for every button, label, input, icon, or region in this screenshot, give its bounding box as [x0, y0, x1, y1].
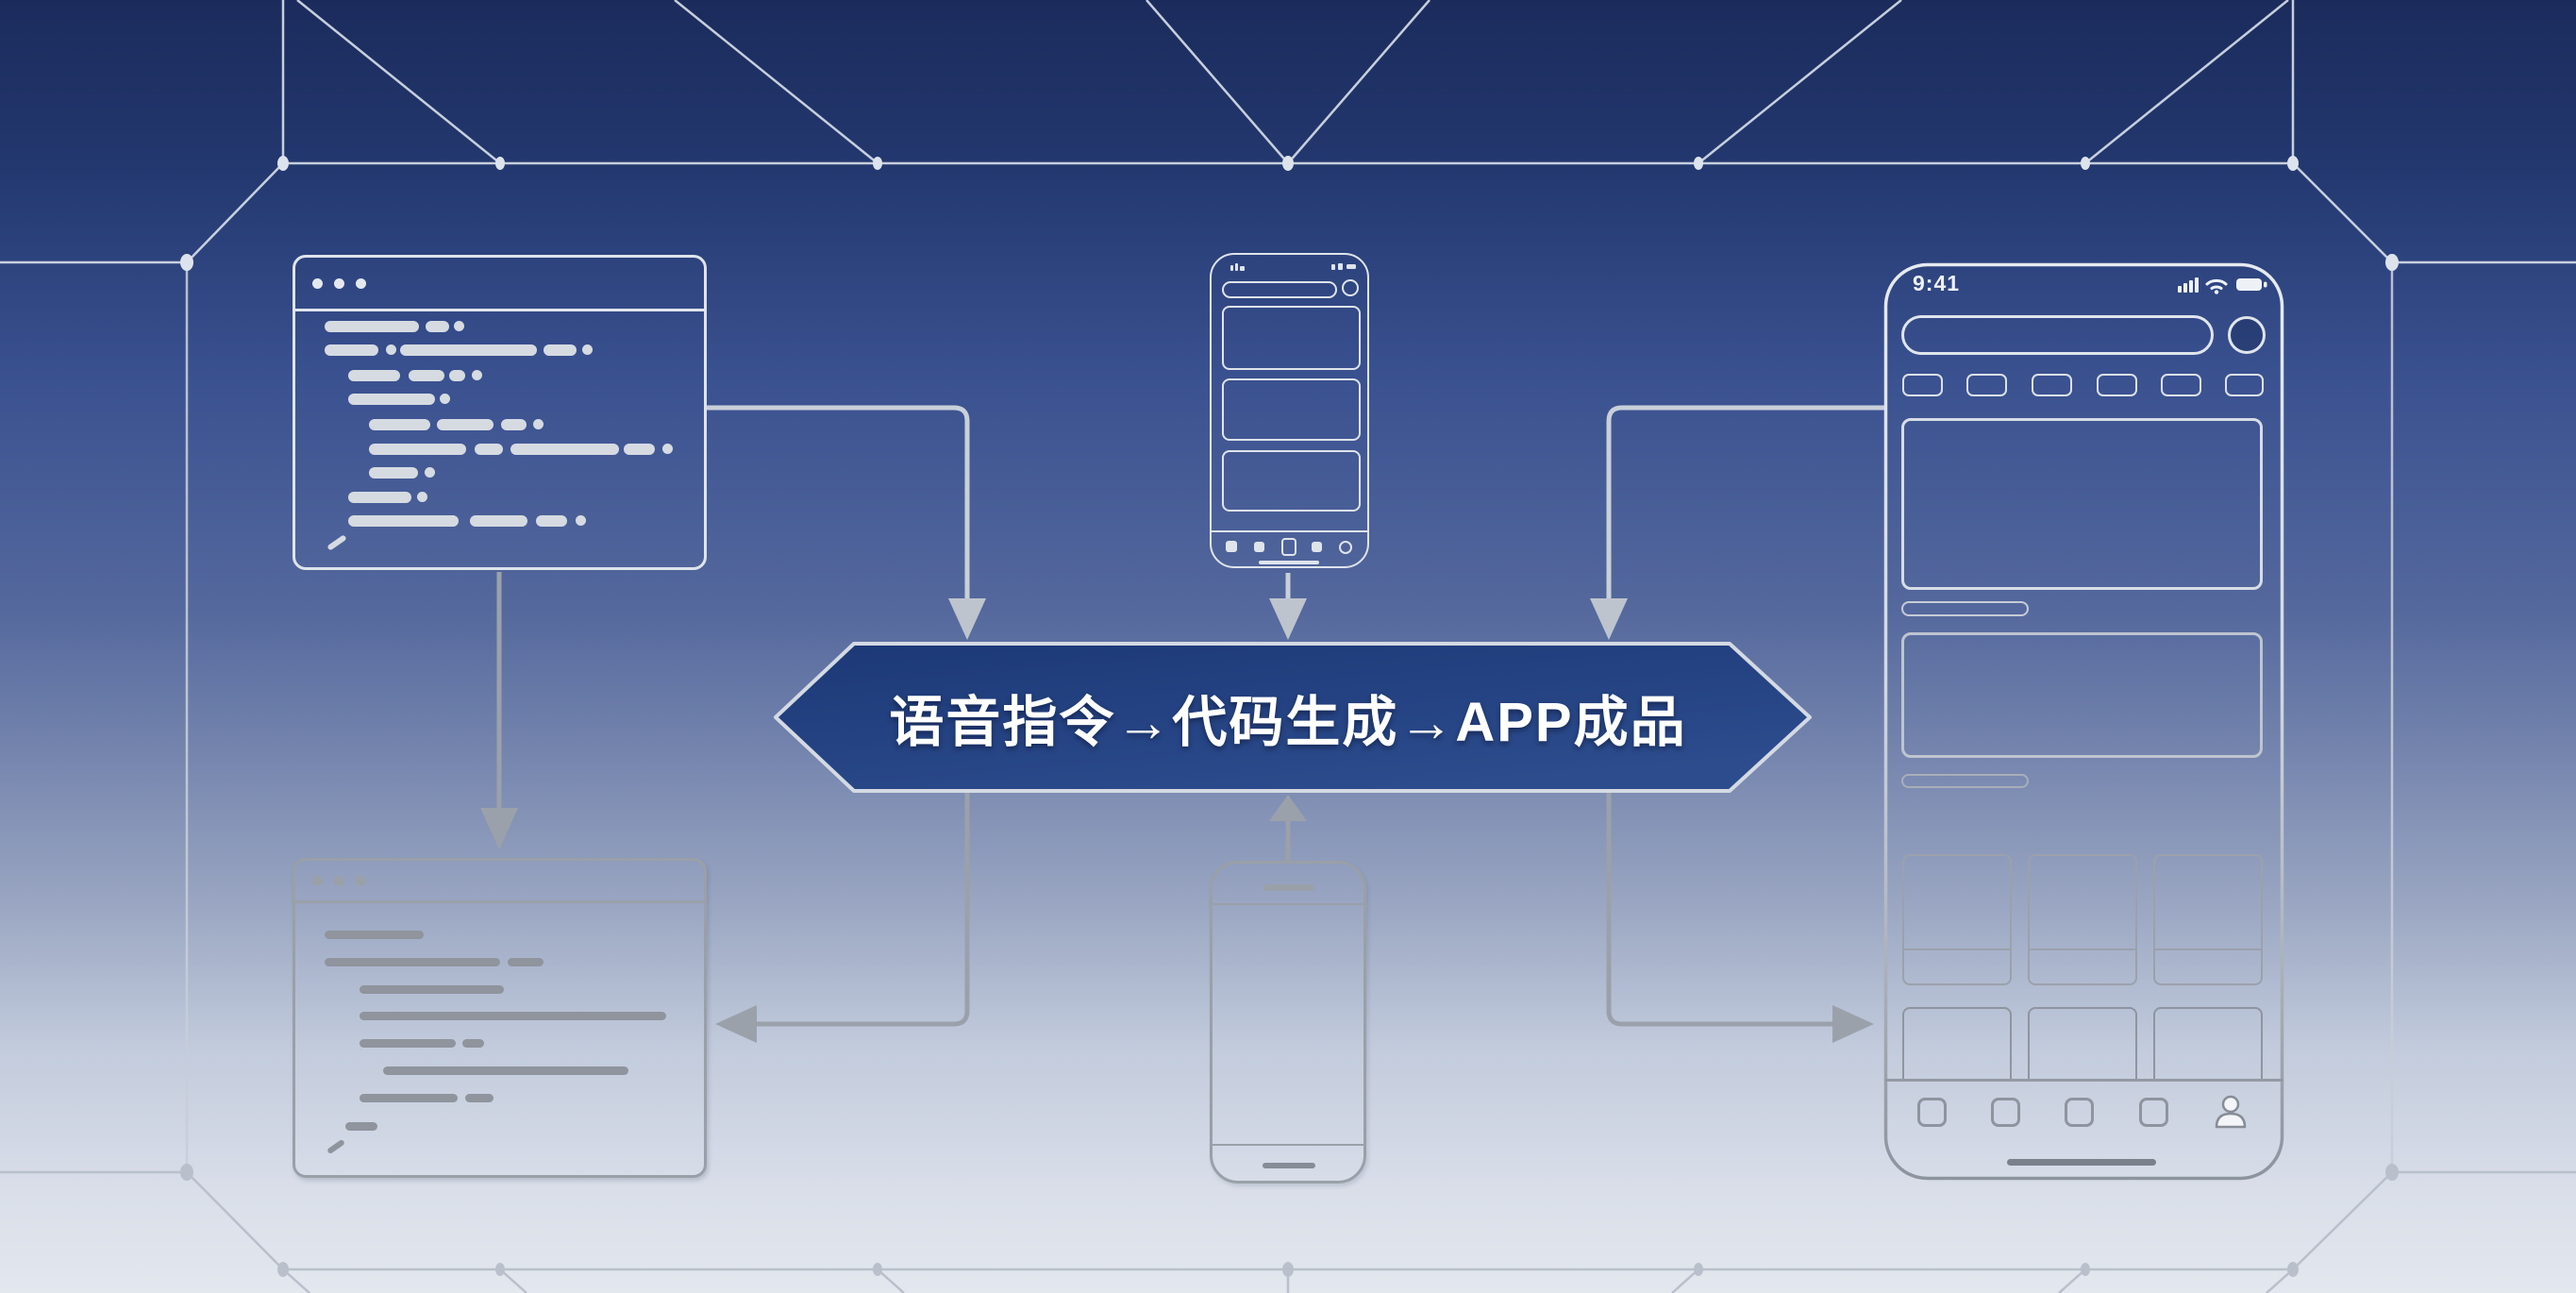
home-indicator	[1263, 1163, 1315, 1168]
window-control-dots-icon	[312, 876, 366, 886]
status-icons	[2178, 277, 2267, 294]
arrows-lower	[496, 572, 1832, 1027]
arrowhead-down-icon	[480, 808, 518, 849]
wifi-dot	[2214, 290, 2219, 294]
section-pill	[1901, 601, 2029, 616]
grid-card	[2028, 1007, 2137, 1079]
card-placeholder	[1222, 378, 1361, 441]
nav-home-outline-icon	[1281, 538, 1296, 556]
chip	[1966, 374, 2007, 396]
nav-person-icon	[2215, 1095, 2247, 1129]
navbar-divider	[1884, 1079, 2283, 1082]
grid-card	[1902, 1007, 2012, 1079]
chip	[2161, 374, 2201, 396]
signal-icon	[1331, 264, 1335, 270]
document-window	[293, 858, 707, 1178]
arrowhead-right-icon	[1832, 1005, 1874, 1043]
search-bar	[1901, 315, 2214, 355]
signal-bars-icon	[2178, 277, 2199, 293]
grid-card	[1902, 854, 2012, 985]
nav-square-icon	[1254, 542, 1264, 552]
card-placeholder	[1222, 306, 1361, 370]
arrowhead-down-icon	[1590, 598, 1628, 640]
search-bar	[1222, 281, 1337, 298]
arrow-banner-to-app-phone	[1606, 793, 1832, 1027]
avatar	[2228, 316, 2266, 354]
battery-icon	[1347, 264, 1356, 269]
arrowhead-up-icon	[1269, 795, 1307, 821]
nav-square-icon	[2139, 1098, 2168, 1127]
grid-card	[2028, 854, 2137, 985]
avatar-circle	[1342, 279, 1359, 296]
arrow-banner-to-document	[757, 793, 970, 1027]
chip	[2097, 374, 2137, 396]
background-grid-top-nodes	[180, 156, 2399, 271]
header-divider	[1213, 903, 1363, 905]
arrowhead-left-icon	[715, 1005, 757, 1043]
arrowhead-down-icon	[1269, 598, 1307, 640]
hero-card-placeholder	[1901, 418, 2263, 590]
wireframe-phone-bottom	[1210, 861, 1366, 1184]
content-card-placeholder	[1901, 632, 2263, 758]
footer-divider	[1213, 1144, 1363, 1146]
grid-card	[2153, 1007, 2263, 1079]
arrows-into-banner	[707, 405, 1884, 602]
arrowhead-down-icon	[948, 598, 986, 640]
grid-card-divider	[2155, 949, 2261, 950]
grid-card-divider	[2030, 949, 2135, 950]
wireframe-phone-top	[1210, 253, 1369, 568]
home-indicator	[2007, 1159, 2156, 1166]
window-control-dots-icon	[312, 278, 366, 289]
grid-card-divider	[1904, 949, 2010, 950]
battery-icon	[2236, 278, 2267, 291]
chip	[1902, 374, 1943, 396]
signal-bars-icon	[1230, 265, 1233, 271]
speaker-bar	[1263, 884, 1314, 891]
nav-square-icon	[1226, 541, 1237, 552]
window-titlebar	[295, 861, 704, 903]
workflow-banner-hexagon	[774, 642, 1812, 793]
card-placeholder	[1222, 450, 1361, 512]
chip	[2032, 374, 2072, 396]
nav-square-icon	[1312, 542, 1322, 552]
signal-bars-icon	[1240, 266, 1245, 271]
signal-bars-icon	[1235, 263, 1238, 271]
nav-circle-icon	[1339, 541, 1352, 554]
wifi-icon	[1338, 263, 1343, 270]
section-pill	[1901, 774, 2029, 788]
arrowheads-light	[948, 598, 1628, 640]
code-editor-window	[293, 255, 707, 570]
app-phone: 9:41	[1884, 263, 2283, 1180]
arrow-code-window-to-banner	[707, 405, 970, 602]
background-grid-top	[0, 0, 2576, 1172]
home-indicator	[1259, 561, 1319, 564]
window-titlebar	[295, 258, 704, 311]
wifi-icon	[2205, 278, 2228, 290]
nav-square-icon	[1991, 1098, 2020, 1127]
app-phone-frame	[1883, 262, 2284, 1181]
navbar-divider	[1212, 530, 1367, 532]
arrowheads-gray	[480, 795, 1874, 1043]
workflow-banner-text: 语音指令→代码生成→APP成品	[889, 692, 1687, 753]
status-time: 9:41	[1913, 271, 1961, 295]
arrow-app-phone-to-banner	[1606, 405, 1884, 602]
grid-card	[2153, 854, 2263, 985]
chip	[2225, 374, 2264, 396]
nav-square-icon	[2065, 1098, 2094, 1127]
nav-square-icon	[1917, 1098, 1947, 1127]
background-grid-bottom-nodes	[180, 1164, 2399, 1277]
